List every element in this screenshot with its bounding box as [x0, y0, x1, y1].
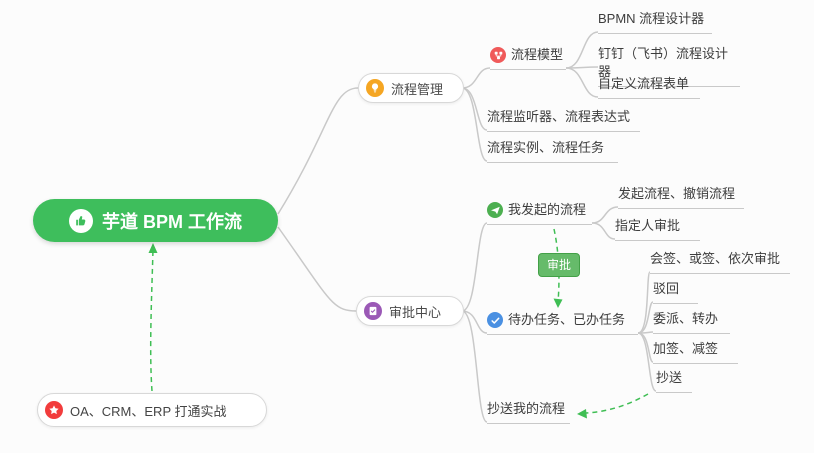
topic-label: 流程实例、流程任务	[487, 140, 605, 155]
topic-label: 自定义流程表单	[598, 76, 690, 91]
lightbulb-icon	[366, 79, 384, 97]
topic-delegate-transfer[interactable]: 委派、转办	[653, 310, 730, 334]
check-icon	[487, 312, 503, 328]
topic-assignee-approval[interactable]: 指定人审批	[615, 217, 700, 241]
topic-label: 加签、减签	[653, 341, 719, 356]
topic-label: OA、CRM、ERP 打通实战	[70, 403, 227, 419]
topic-todo-done-tasks[interactable]: 待办任务、已办任务	[487, 311, 638, 335]
topic-my-initiated-process[interactable]: 我发起的流程	[487, 201, 592, 225]
topic-label: 待办任务、已办任务	[508, 312, 626, 327]
topic-initiate-revoke[interactable]: 发起流程、撤销流程	[618, 185, 744, 209]
star-icon	[45, 401, 63, 419]
topic-process-management[interactable]: 流程管理	[358, 73, 464, 103]
topic-label: 流程管理	[391, 81, 444, 97]
topic-bpmn-designer[interactable]: BPMN 流程设计器	[598, 10, 712, 34]
topic-approval-center[interactable]: 审批中心	[356, 296, 464, 326]
topic-listener-expression[interactable]: 流程监听器、流程表达式	[487, 108, 640, 132]
paper-plane-icon	[487, 202, 503, 218]
topic-label: 发起流程、撤销流程	[618, 186, 736, 201]
topic-label: 指定人审批	[615, 218, 681, 233]
topic-countersign-orsign-sequential[interactable]: 会签、或签、依次审批	[650, 250, 790, 274]
topic-label: 流程监听器、流程表达式	[487, 109, 631, 124]
topic-instance-task[interactable]: 流程实例、流程任务	[487, 139, 618, 163]
topic-label: 驳回	[653, 281, 680, 296]
topic-label: 抄送我的流程	[487, 401, 566, 416]
relationship-label-approval[interactable]: 审批	[538, 253, 581, 277]
topic-cc[interactable]: 抄送	[656, 369, 692, 393]
root-topic[interactable]: 芋道 BPM 工作流	[33, 199, 278, 242]
root-topic-label: 芋道 BPM 工作流	[101, 211, 242, 232]
topic-dingtalk-feishu-designer[interactable]: 钉钉（飞书）流程设计器	[598, 45, 740, 87]
topic-label: 钉钉（飞书）流程设计器	[598, 46, 729, 79]
clipboard-check-icon	[364, 302, 382, 320]
topic-reject[interactable]: 驳回	[653, 280, 698, 304]
topic-add-remove-sign[interactable]: 加签、减签	[653, 340, 738, 364]
topic-label: 流程模型	[511, 47, 564, 62]
topic-label: 我发起的流程	[508, 202, 587, 217]
topic-oa-crm-erp-practice[interactable]: OA、CRM、ERP 打通实战	[37, 393, 267, 427]
topic-label: 委派、转办	[653, 311, 719, 326]
topic-label: 审批中心	[389, 304, 442, 320]
topic-custom-process-form[interactable]: 自定义流程表单	[598, 75, 700, 99]
process-model-icon	[490, 47, 506, 63]
topic-label: 会签、或签、依次审批	[650, 251, 781, 266]
topic-label: 抄送	[656, 370, 683, 385]
topic-label: BPMN 流程设计器	[598, 11, 705, 26]
topic-process-model[interactable]: 流程模型	[490, 46, 566, 70]
topic-cc-my-process[interactable]: 抄送我的流程	[487, 400, 570, 424]
thumbs-up-icon	[68, 208, 93, 233]
